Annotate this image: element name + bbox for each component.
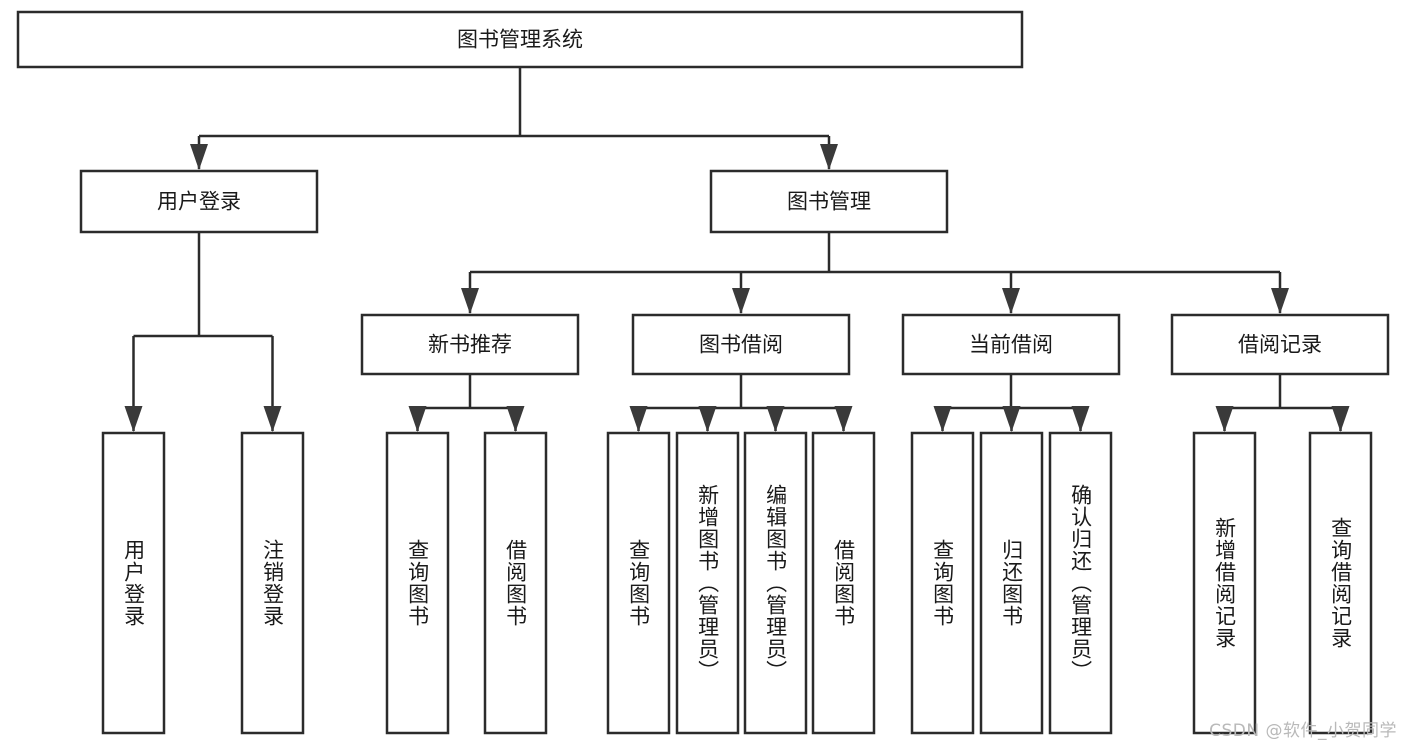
arrow-head-icon [1271, 288, 1289, 314]
node-box-l3_3[interactable] [1170, 313, 1390, 376]
node-label-l2_0: 用户登录 [157, 190, 241, 214]
arrow-head-icon [834, 406, 853, 432]
node-box-leaf_6[interactable] [743, 431, 808, 735]
arrow-head-icon [698, 406, 717, 432]
node-box-leaf_7[interactable] [811, 431, 876, 735]
arrow-head-icon [506, 406, 525, 432]
arrow-head-icon [190, 144, 208, 170]
node-box-l3_2[interactable] [901, 313, 1121, 376]
arrow-head-icon [629, 406, 648, 432]
arrow-head-icon [124, 406, 143, 432]
arrow-head-icon [461, 288, 479, 314]
arrow-head-icon [1002, 288, 1020, 314]
arrow-head-icon [1215, 406, 1234, 432]
node-box-root[interactable] [16, 10, 1024, 69]
node-box-l3_0[interactable] [360, 313, 580, 376]
arrow-head-icon [263, 406, 282, 432]
node-label-l3_2: 当前借阅 [969, 333, 1053, 357]
node-box-leaf_12[interactable] [1308, 431, 1373, 735]
edge-layer [124, 67, 1350, 432]
node-box-l2_1[interactable] [709, 169, 949, 234]
node-label-root: 图书管理系统 [457, 28, 583, 52]
node-box-l2_0[interactable] [79, 169, 319, 234]
arrow-head-icon [766, 406, 785, 432]
arrow-head-icon [933, 406, 952, 432]
node-label-l3_0: 新书推荐 [428, 333, 512, 357]
node-box-leaf_11[interactable] [1192, 431, 1257, 735]
arrow-head-icon [1002, 406, 1021, 432]
node-label-l3_1: 图书借阅 [699, 333, 783, 357]
arrow-head-icon [1331, 406, 1350, 432]
arrow-head-icon [408, 406, 427, 432]
node-box-leaf_9[interactable] [979, 431, 1044, 735]
node-box-leaf_5[interactable] [675, 431, 740, 735]
node-box-leaf_4[interactable] [606, 431, 671, 735]
node-box-leaf_0[interactable] [101, 431, 166, 735]
node-label-l2_1: 图书管理 [787, 190, 871, 214]
box-layer [16, 10, 1390, 735]
node-box-leaf_2[interactable] [385, 431, 450, 735]
arrow-head-icon [1071, 406, 1090, 432]
node-box-leaf_3[interactable] [483, 431, 548, 735]
node-box-leaf_8[interactable] [910, 431, 975, 735]
arrow-head-icon [732, 288, 750, 314]
node-box-leaf_10[interactable] [1048, 431, 1113, 735]
node-label-l3_3: 借阅记录 [1238, 333, 1322, 357]
watermark-text: CSDN @软件_小贺同学 [1209, 721, 1397, 741]
node-box-l3_1[interactable] [631, 313, 851, 376]
node-box-leaf_1[interactable] [240, 431, 305, 735]
arrow-head-icon [820, 144, 838, 170]
